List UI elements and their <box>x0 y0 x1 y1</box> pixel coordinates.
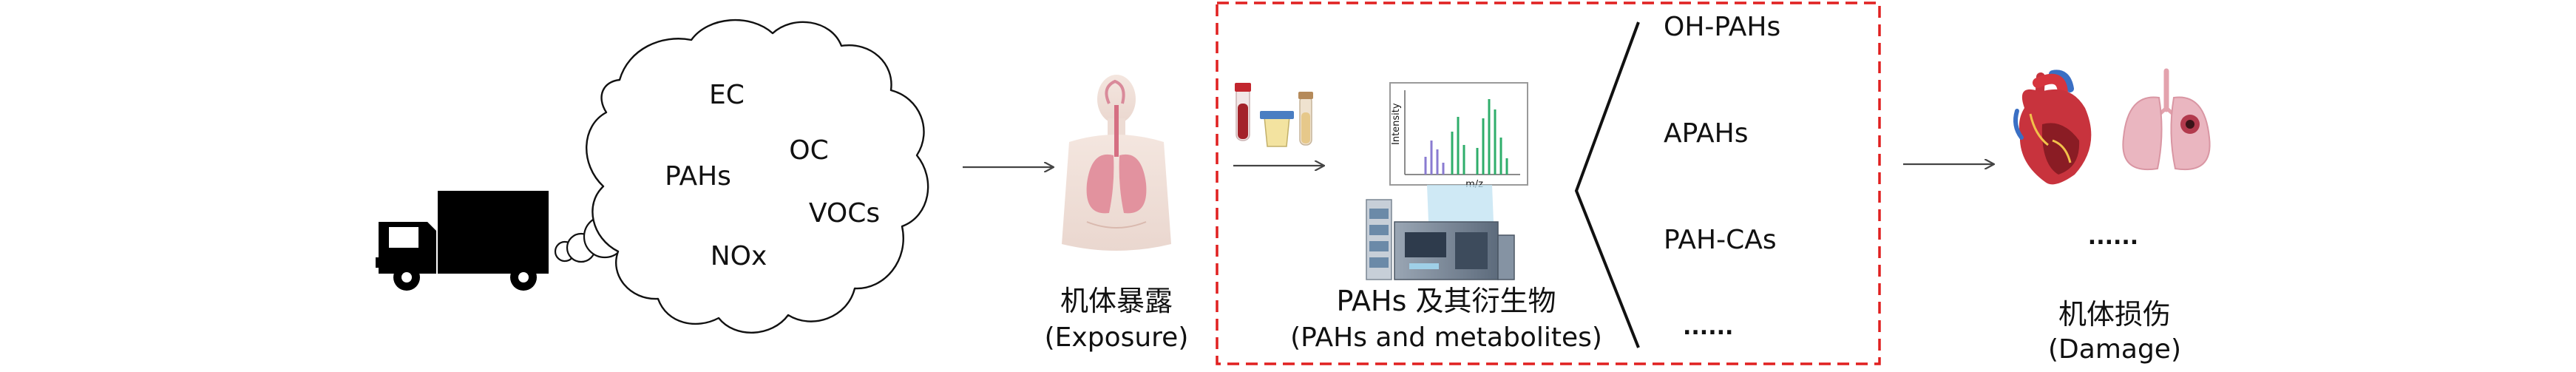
pollutant-oc: OC <box>789 135 828 166</box>
analysis-title-en: (PAHs and metabolites) <box>1290 322 1602 353</box>
pollutant-vocs: VOCs <box>809 198 880 229</box>
analysis-box <box>1216 1 1881 365</box>
damage-title-en: (Damage) <box>2048 334 2181 365</box>
truck-icon <box>376 191 549 291</box>
pollutant-cloud: EC OC PAHs VOCs NOx <box>586 18 929 334</box>
spectrum-peaks-purple <box>1424 141 1445 175</box>
damage-title-zh: 机体损伤 <box>2058 298 2171 331</box>
exposure-title-en: (Exposure) <box>1045 322 1189 353</box>
heart-icon <box>2013 70 2092 185</box>
metabolite-item-more: ...... <box>1683 314 1733 340</box>
pollutant-ec: EC <box>709 80 745 110</box>
human-respiratory-icon <box>1062 75 1171 251</box>
pollutant-pahs: PAHs <box>665 161 731 192</box>
lcms-instrument-icon <box>1366 199 1515 280</box>
spectrum-projection <box>1427 185 1494 222</box>
mass-spectrum-chart: Intensity m/z <box>1389 82 1528 190</box>
metabolite-item-oh-pahs: OH-PAHs <box>1664 12 1780 42</box>
pollutant-nox: NOx <box>711 241 767 271</box>
analysis-title-zh: PAHs 及其衍生物 <box>1337 285 1556 317</box>
exposure-title-zh: 机体暴露 <box>1060 285 1173 317</box>
metabolite-item-apahs: APAHs <box>1664 118 1749 149</box>
metabolite-item-pah-cas: PAH-CAs <box>1664 225 1777 255</box>
damage-ellipsis: ...... <box>2088 224 2138 250</box>
lungs-icon <box>2122 68 2211 171</box>
sample-tubes-icon <box>1235 83 1313 147</box>
spectrum-ylabel: Intensity <box>1391 103 1402 145</box>
metabolite-bracket <box>1574 21 1640 348</box>
spectrum-peaks-green <box>1451 99 1508 175</box>
